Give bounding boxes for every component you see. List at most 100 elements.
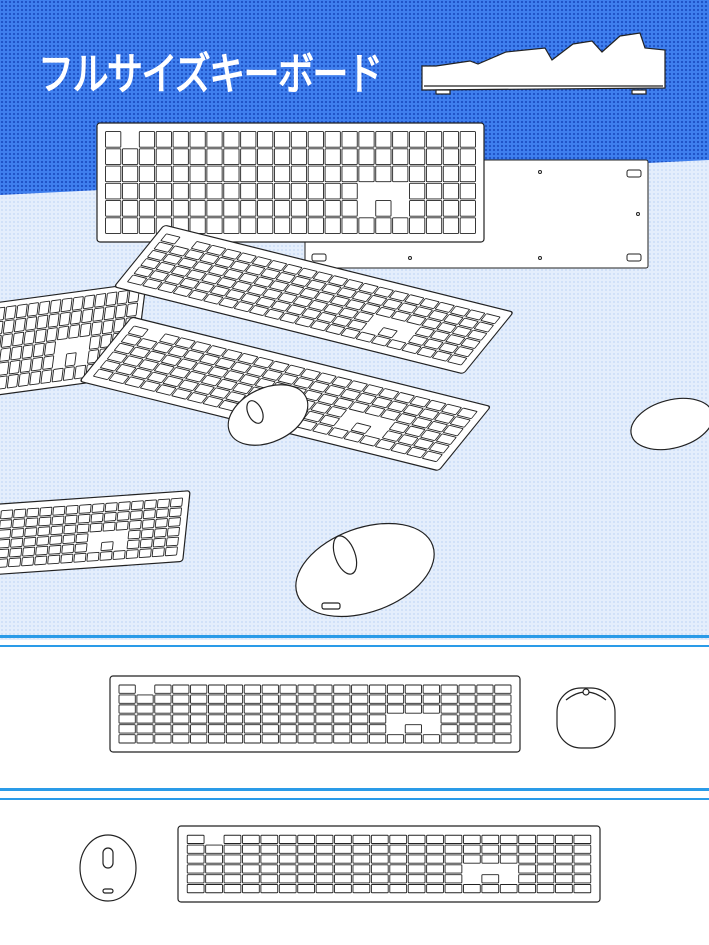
key	[8, 557, 22, 568]
key	[140, 380, 161, 392]
key	[387, 400, 408, 412]
keyboard-top-view	[96, 122, 485, 243]
key	[75, 533, 89, 544]
key	[93, 368, 114, 380]
key	[333, 734, 351, 744]
key	[209, 387, 231, 399]
key	[179, 277, 200, 289]
key	[333, 714, 351, 724]
key	[425, 217, 443, 234]
key	[51, 367, 64, 383]
key	[208, 265, 228, 276]
key	[443, 424, 464, 437]
key	[260, 844, 279, 854]
key	[332, 315, 352, 327]
key	[136, 734, 154, 744]
key	[138, 182, 156, 200]
key	[369, 734, 387, 744]
key	[330, 295, 350, 307]
key	[494, 714, 512, 724]
key	[414, 326, 435, 338]
key	[458, 724, 476, 734]
key	[278, 874, 297, 884]
key	[413, 306, 433, 318]
key	[186, 844, 205, 854]
key	[392, 148, 409, 165]
key	[536, 844, 555, 854]
key	[324, 182, 341, 200]
key	[240, 182, 257, 200]
key	[68, 324, 81, 339]
key	[334, 844, 352, 854]
key	[0, 334, 2, 350]
key	[375, 439, 396, 451]
key	[253, 356, 274, 369]
key	[19, 358, 32, 373]
key	[458, 684, 476, 694]
key	[284, 284, 305, 295]
key	[48, 544, 62, 555]
key	[297, 724, 315, 734]
key	[237, 353, 258, 365]
key	[297, 834, 315, 844]
key	[23, 330, 36, 345]
key	[463, 854, 481, 864]
key	[260, 268, 281, 280]
key	[105, 217, 122, 234]
keyboard-front-view	[177, 825, 601, 903]
key	[326, 406, 347, 418]
key	[18, 372, 30, 387]
key	[133, 266, 154, 278]
key	[0, 361, 10, 376]
key	[442, 182, 460, 200]
key	[225, 704, 244, 714]
key	[429, 442, 450, 454]
key	[450, 416, 471, 428]
key	[87, 349, 100, 364]
key	[432, 350, 452, 362]
key	[389, 884, 408, 894]
key	[444, 834, 463, 844]
key	[555, 844, 573, 854]
key	[206, 200, 223, 217]
key	[301, 308, 322, 320]
key	[277, 373, 299, 385]
key	[428, 310, 448, 321]
key	[31, 356, 43, 372]
key	[352, 864, 371, 874]
key	[32, 342, 45, 358]
key	[375, 131, 392, 148]
key	[127, 274, 147, 286]
key	[279, 704, 297, 714]
key	[190, 341, 211, 353]
key	[375, 165, 392, 183]
key	[52, 505, 66, 516]
key	[223, 131, 240, 148]
key	[172, 200, 189, 217]
key	[21, 556, 35, 567]
key	[341, 200, 358, 217]
key	[152, 342, 173, 354]
key	[0, 320, 4, 336]
key	[245, 264, 265, 276]
key	[105, 131, 122, 148]
mouse	[295, 522, 435, 618]
key	[310, 402, 332, 414]
key	[173, 286, 193, 297]
key	[341, 148, 358, 165]
key	[240, 200, 257, 217]
key	[369, 684, 387, 694]
key	[225, 684, 244, 694]
key	[124, 376, 145, 388]
key	[340, 327, 361, 339]
key	[232, 382, 253, 395]
key	[297, 854, 315, 864]
key	[242, 874, 260, 884]
key	[206, 148, 223, 165]
key	[10, 345, 23, 361]
key	[175, 337, 196, 349]
key	[536, 864, 555, 874]
key	[481, 834, 500, 844]
key	[278, 884, 297, 894]
key	[205, 864, 223, 874]
